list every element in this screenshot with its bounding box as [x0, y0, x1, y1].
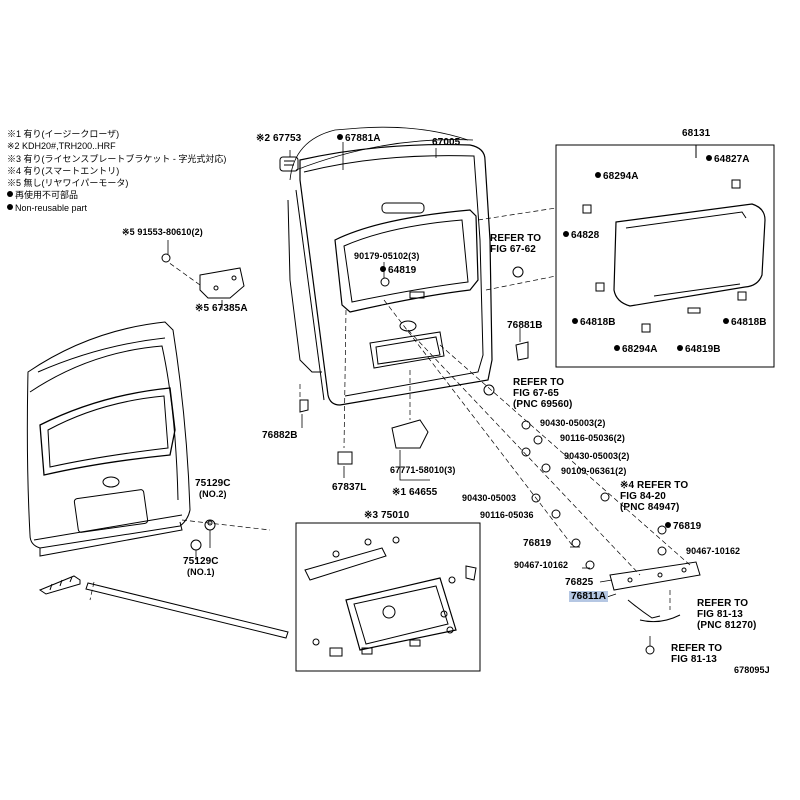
part-label-76881b[interactable]: 76881B [507, 320, 543, 331]
part-label-64827a[interactable]: 64827A [706, 154, 750, 165]
legend-symbol-jp: 再使用不可部品 [7, 189, 226, 201]
legend-note: ※5 無し(リヤワイパーモータ) [7, 178, 129, 189]
part-label-75129c-no2[interactable]: 75129C(NO.2) [195, 478, 231, 499]
part-label-90467-left[interactable]: 90467-10162 [514, 560, 569, 570]
part-label-64819[interactable]: 64819 [380, 265, 416, 276]
part-label-67753[interactable]: ※2 67753 [256, 133, 302, 144]
part-label-64818b-left[interactable]: 64818B [572, 317, 616, 328]
part-label-64818b-right[interactable]: 64818B [723, 317, 767, 328]
legend: ※1 有り(イージークローザ) ※2 KDH20#,TRH200..HRF ※3… [7, 128, 226, 214]
non-reusable-dot-icon [572, 318, 578, 324]
part-label-67385a[interactable]: ※5 67385A [195, 303, 248, 314]
non-reusable-dot-icon [7, 191, 13, 198]
part-label-76819-left[interactable]: 76819 [523, 538, 552, 549]
legend-symbol-en: Non-reusable part [7, 202, 226, 214]
glass-box [555, 144, 775, 368]
non-reusable-dot-icon [677, 345, 683, 351]
part-label-67771[interactable]: 67771-58010(3) [390, 465, 456, 475]
non-reusable-dot-icon [563, 231, 569, 237]
vehicle-rear-outline [26, 321, 191, 557]
part-label-76811a[interactable]: 76811A [569, 591, 609, 602]
part-label-67881a[interactable]: 67881A [337, 133, 381, 144]
non-reusable-dot-icon [7, 203, 13, 210]
part-label-90116-b[interactable]: 90116-05036 [480, 510, 534, 520]
part-label-75010[interactable]: ※3 75010 [364, 510, 410, 521]
non-reusable-dot-icon [723, 318, 729, 324]
non-reusable-dot-icon [380, 266, 386, 272]
part-label-75129c-no1[interactable]: 75129C(NO.1) [183, 556, 219, 577]
weatherstrip-strip [38, 575, 289, 639]
part-label-68294a-bottom[interactable]: 68294A [614, 344, 658, 355]
small-parts [161, 156, 701, 655]
part-label-90109[interactable]: 90109-06361(2) [561, 466, 627, 476]
non-reusable-dot-icon [337, 134, 343, 140]
part-label-90467-right[interactable]: 90467-10162 [686, 546, 741, 556]
part-label-90430-c[interactable]: 90430-05003 [462, 493, 517, 503]
part-label-64819b[interactable]: 64819B [677, 344, 721, 355]
part-label-67005[interactable]: 67005 [432, 137, 461, 148]
part-label-76819-right[interactable]: 76819 [665, 521, 701, 532]
legend-note: ※3 有り(ライセンスプレートブラケット - 字光式対応) [7, 153, 227, 164]
legend-note: ※1 有り(イージークローザ) [7, 129, 120, 139]
part-label-68131[interactable]: 68131 [682, 128, 711, 139]
part-label-64655[interactable]: ※1 64655 [392, 487, 438, 498]
part-label-91553[interactable]: ※5 91553-80610(2) [122, 227, 203, 237]
leader-lines [167, 142, 651, 646]
legend-note: ※4 有り(スマートエントリ) [7, 165, 120, 176]
non-reusable-dot-icon [614, 345, 620, 351]
back-door-panel [287, 126, 493, 406]
non-reusable-dot-icon [595, 172, 601, 178]
part-label-90430-a[interactable]: 90430-05003(2) [540, 418, 606, 428]
part-label-76825[interactable]: 76825 [565, 577, 594, 588]
part-label-76882b[interactable]: 76882B [262, 430, 298, 441]
part-label-90179[interactable]: 90179-05102(3) [354, 251, 420, 261]
part-label-64828[interactable]: 64828 [563, 230, 599, 241]
non-reusable-dot-icon [706, 155, 712, 161]
dashed-guides [89, 207, 691, 610]
part-label-90116-a[interactable]: 90116-05036(2) [560, 433, 625, 443]
part-label-68294a-top[interactable]: 68294A [595, 171, 639, 182]
part-label-90430-b[interactable]: 90430-05003(2) [564, 451, 630, 461]
part-label-67837l[interactable]: 67837L [332, 482, 367, 493]
legend-note: ※2 KDH20#,TRH200..HRF [7, 141, 116, 152]
license-bracket-box [295, 522, 481, 672]
non-reusable-dot-icon [665, 522, 671, 528]
diagram-id: 678095J [734, 665, 770, 675]
